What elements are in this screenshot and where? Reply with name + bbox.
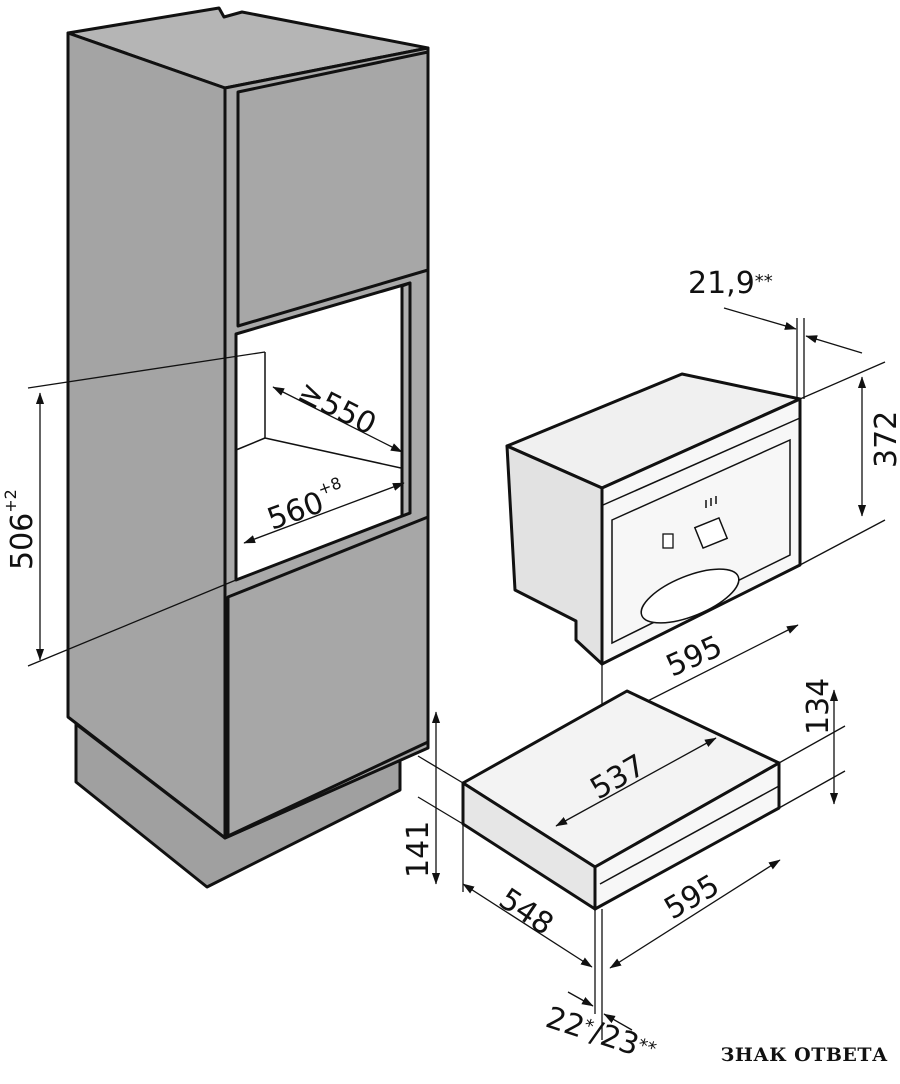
label-drawer-height: 141 — [401, 821, 436, 878]
drawer-dimensions — [417, 689, 846, 1040]
machine-button — [662, 533, 674, 549]
label-machine-width: 595 — [661, 629, 728, 684]
niche-floor-edge — [235, 437, 266, 451]
offset-arrow-left — [723, 307, 797, 330]
label-drawer-depth: 548 — [493, 882, 560, 943]
drip-tray — [640, 568, 740, 624]
cabinet-side-panel — [66, 31, 227, 840]
machine-front-inner — [611, 438, 791, 645]
label-drawer-width: 595 — [659, 868, 726, 927]
label-niche-height: 506+2 — [1, 489, 40, 570]
cabinet-dimensions — [27, 351, 405, 667]
coffee-spout — [693, 516, 729, 550]
warming-drawer — [461, 689, 781, 911]
lower-door — [226, 515, 430, 838]
watermark-text: ЗНАК ОТВЕТА — [720, 1044, 888, 1066]
drawer-depth-arrow — [462, 883, 593, 968]
drawer-offset-arrow-right — [603, 1013, 633, 1031]
label-drawer-front-height: 134 — [801, 678, 836, 735]
depth-arrow — [272, 386, 403, 453]
offset-arrow-right — [805, 335, 863, 354]
coffee-machine — [505, 372, 802, 666]
tall-cabinet — [66, 6, 430, 889]
label-drawer-offset: 22*/23** — [542, 1000, 661, 1068]
niche-jamb — [400, 281, 412, 518]
drawer-width-arrow — [609, 859, 781, 969]
drawer-offset-arrow-left — [567, 991, 594, 1007]
label-front-offset: 21,9** — [688, 266, 773, 301]
upper-door — [236, 50, 430, 328]
label-machine-height: 372 — [869, 411, 900, 468]
drawer-inner-depth-arrow — [555, 737, 717, 827]
niche-width-arrow — [243, 482, 405, 544]
